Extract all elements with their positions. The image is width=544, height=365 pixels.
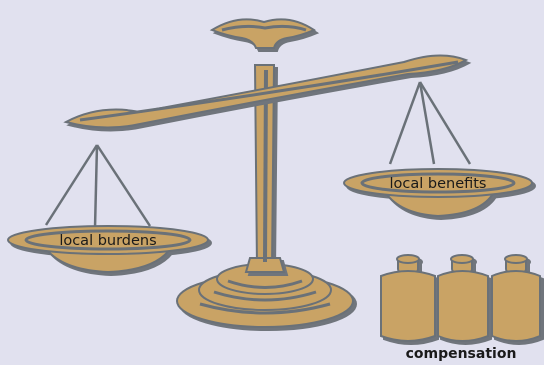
compensation-caption: compensation — [406, 346, 517, 362]
right-pan-strings — [388, 81, 472, 165]
weight-1 — [380, 254, 436, 342]
compensation-weights — [380, 254, 541, 342]
local-benefits-label: local benefits — [389, 176, 486, 192]
weight-2 — [437, 254, 489, 342]
base-rings — [199, 279, 331, 315]
weight-3 — [491, 254, 541, 342]
scale-crown — [209, 18, 317, 49]
left-pan-strings — [44, 144, 152, 229]
local-burdens-label: local burdens — [59, 233, 156, 249]
scale-base — [176, 263, 354, 328]
